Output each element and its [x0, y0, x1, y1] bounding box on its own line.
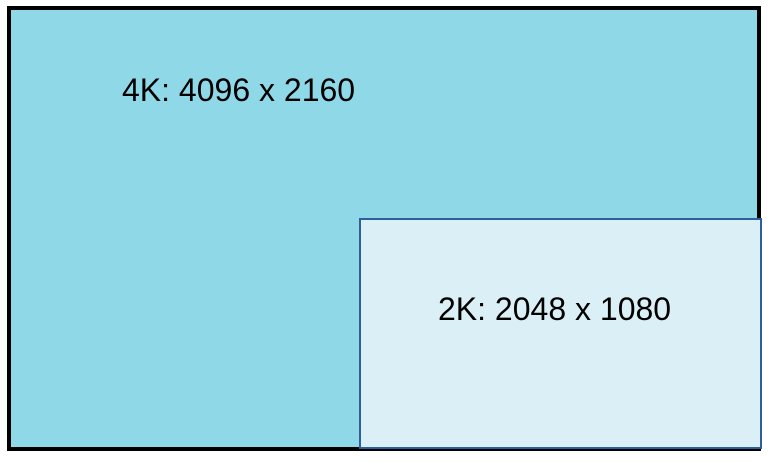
resolution-4k-label: 4K: 4096 x 2160: [122, 72, 356, 108]
resolution-2k-label: 2K: 2048 x 1080: [438, 291, 672, 327]
resolution-2k-box: [359, 218, 762, 449]
